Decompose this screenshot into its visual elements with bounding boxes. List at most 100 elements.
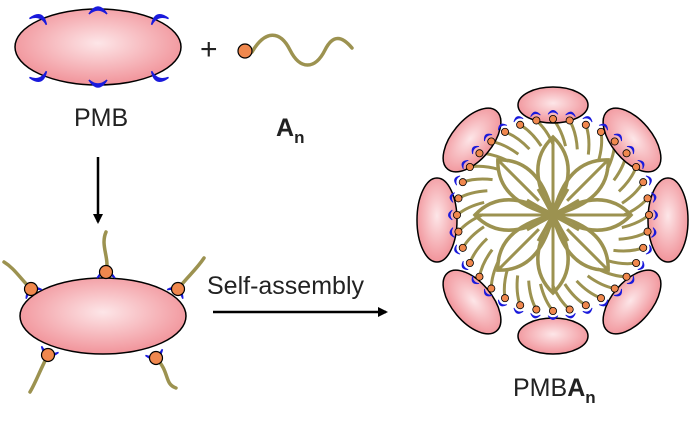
end-bead <box>516 301 525 310</box>
receptor-icon <box>513 307 524 314</box>
end-bead <box>458 178 467 187</box>
receptor-icon <box>29 13 48 26</box>
end-bead <box>452 210 461 219</box>
end-bead <box>532 305 541 314</box>
receptor-icon <box>461 260 469 271</box>
receptor-icon <box>626 145 635 155</box>
end-bead <box>170 281 186 297</box>
receptor-icon <box>471 275 480 285</box>
pmb-with-monomers <box>2 230 206 394</box>
polymer-core <box>526 213 554 232</box>
end-bead <box>475 272 484 281</box>
polymer-arm <box>584 124 591 155</box>
end-bead <box>532 116 541 125</box>
receptor-icon <box>497 123 508 131</box>
polymer-core <box>552 213 580 232</box>
receptor-icon <box>449 192 455 203</box>
receptor-icon <box>582 116 593 123</box>
pmb-particle <box>647 177 689 263</box>
receptor-icon <box>150 13 169 26</box>
end-bead <box>581 120 590 129</box>
receptor-icon <box>598 299 609 307</box>
end-bead <box>632 162 641 171</box>
polymer-arm <box>490 139 520 156</box>
end-bead <box>23 281 39 297</box>
arrow-label: Self-assembly <box>207 272 364 300</box>
receptor-icon <box>88 79 108 88</box>
receptor-icon <box>461 159 469 170</box>
polymer-spoke <box>566 228 610 272</box>
monomer-label: An <box>276 114 305 147</box>
plus-sign: + <box>200 33 218 66</box>
end-bead <box>622 272 631 281</box>
receptor-icon <box>651 227 657 238</box>
polymer-core <box>536 188 555 216</box>
pmb-label: PMB <box>74 104 129 132</box>
receptor-icon <box>448 209 453 221</box>
pmb-receptors <box>29 6 169 88</box>
end-bead <box>565 305 574 314</box>
receptor-icon <box>454 175 461 186</box>
receptor-icon <box>598 123 609 131</box>
end-bead <box>622 149 631 158</box>
polymer-spoke <box>496 228 540 272</box>
assembled-pmban <box>416 86 689 355</box>
polymer-arm <box>469 164 501 172</box>
monomer-an <box>237 33 354 67</box>
product-label: PMBAn <box>513 374 596 407</box>
receptor-icon <box>513 116 524 123</box>
polymer-spoke <box>566 158 610 202</box>
pmb-particle <box>602 107 662 173</box>
receptor-icon <box>483 288 493 297</box>
pmb-particle <box>517 317 589 355</box>
receptor-icon <box>454 244 461 255</box>
end-bead <box>487 284 496 293</box>
polymer-core <box>551 214 570 242</box>
pmb-particle <box>14 6 182 88</box>
receptor-icon <box>637 159 645 170</box>
receptor-icon <box>653 209 658 221</box>
pmb-particle <box>416 177 458 263</box>
end-bead <box>597 127 606 136</box>
polymer-arm <box>489 259 501 289</box>
receptor-icon <box>530 313 541 319</box>
polymer-arm <box>605 258 637 266</box>
end-bead <box>639 178 648 187</box>
receptor-icon <box>530 111 541 117</box>
receptor-icon <box>637 260 645 271</box>
polymer-arm <box>502 267 510 299</box>
polymer-arm <box>613 246 644 253</box>
polymer-core <box>552 198 580 217</box>
receptor-icon <box>497 299 508 307</box>
receptor-icon <box>547 110 559 115</box>
polymer-arm <box>586 274 616 291</box>
polymer-arm <box>477 248 494 278</box>
polymer-core <box>526 198 554 217</box>
polymer-arm <box>596 131 604 163</box>
end-bead <box>643 194 652 203</box>
polymer-arm <box>618 230 649 241</box>
polymer-arm <box>568 119 579 150</box>
pmb-particle <box>442 107 502 173</box>
end-bead <box>549 115 558 124</box>
end-bead <box>475 149 484 158</box>
receptor-icon <box>150 70 169 83</box>
end-bead <box>40 347 56 363</box>
end-bead <box>549 306 558 315</box>
end-bead <box>465 258 474 267</box>
end-bead <box>500 294 509 303</box>
end-bead <box>148 350 164 366</box>
polymer-spoke <box>496 158 540 202</box>
receptor-icon <box>471 145 480 155</box>
receptor-icon <box>565 111 576 117</box>
polymer-arm <box>527 280 538 311</box>
receptor-icon <box>582 307 593 314</box>
receptor-icon <box>613 133 623 142</box>
end-bead <box>454 227 463 236</box>
receptor-icon <box>626 275 635 285</box>
receptor-icon <box>547 315 559 320</box>
end-bead <box>98 264 114 280</box>
end-bead <box>500 127 509 136</box>
end-bead <box>465 162 474 171</box>
